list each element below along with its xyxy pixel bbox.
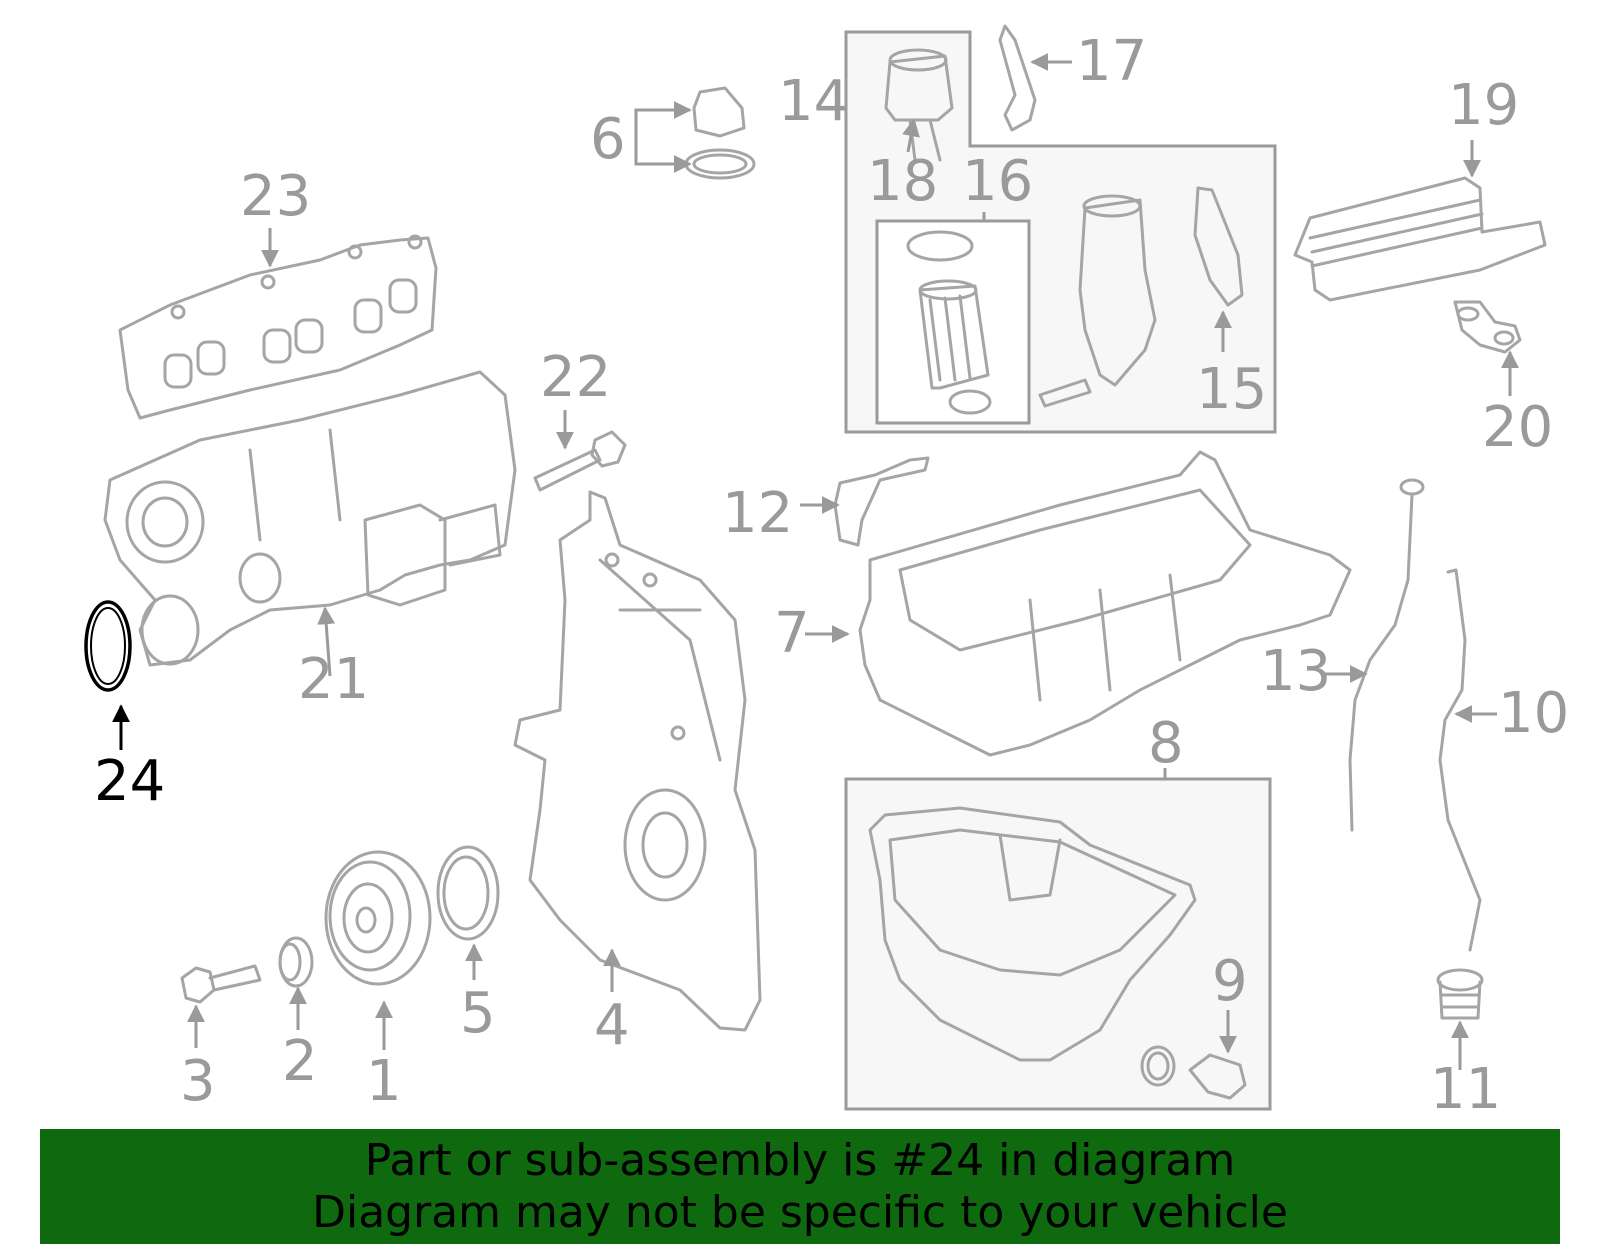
- callout-23: 23: [240, 164, 311, 229]
- leader-lines: [112, 53, 1519, 1070]
- part-14-filter-cap: [884, 48, 954, 162]
- callout-14: 14: [778, 69, 849, 134]
- callout-10: 10: [1498, 681, 1569, 746]
- callout-4: 4: [594, 993, 630, 1058]
- part-15-gasket: [1193, 186, 1244, 307]
- notice-line-2: Diagram may not be specific to your vehi…: [312, 1186, 1288, 1238]
- part-10-dipstick-tube: [1438, 568, 1482, 952]
- part-23-intake-gasket: [118, 234, 438, 420]
- callout-5: 5: [460, 981, 496, 1046]
- callout-12: 12: [722, 481, 793, 546]
- callout-20: 20: [1482, 395, 1553, 460]
- part-12-bracket: [833, 456, 930, 547]
- callout-3: 3: [180, 1049, 216, 1114]
- callout-9: 9: [1212, 949, 1248, 1014]
- part-filter-housing: [1038, 194, 1157, 408]
- callout-17: 17: [1076, 29, 1147, 94]
- callout-19: 19: [1448, 73, 1519, 138]
- callout-24: 24: [94, 749, 165, 814]
- callout-7: 7: [774, 601, 810, 666]
- part-19-oil-cooler: [1293, 176, 1547, 302]
- group-box-16: [875, 219, 1031, 425]
- part-3-bolt: [180, 964, 262, 1004]
- part-20-gasket: [1453, 300, 1522, 354]
- callout-15: 15: [1196, 357, 1267, 422]
- callout-21: 21: [298, 647, 369, 712]
- callout-11: 11: [1430, 1057, 1501, 1122]
- part-13-dipstick: [1348, 478, 1425, 832]
- part-21-intake-manifold: [103, 370, 517, 667]
- callout-13: 13: [1260, 639, 1331, 704]
- part-1-pulley: [324, 850, 432, 986]
- part-17-bracket: [998, 24, 1037, 132]
- callout-labels: 23 21 24 22 4 1 5 2 3 6 14 17 18 16 15 1…: [94, 29, 1569, 1122]
- part-6-cap-and-seal: [684, 86, 756, 180]
- callout-8: 8: [1148, 711, 1184, 776]
- part-24-o-ring: [84, 600, 132, 692]
- part-4-timing-cover: [513, 490, 762, 1032]
- part-11-plug: [1436, 968, 1484, 1020]
- part-22-bolt: [533, 430, 627, 492]
- notice-line-1: Part or sub-assembly is #24 in diagram: [364, 1134, 1236, 1186]
- part-5-seal: [436, 845, 500, 941]
- callout-1: 1: [366, 1049, 402, 1114]
- callout-6: 6: [590, 107, 626, 172]
- callout-16: 16: [962, 149, 1033, 214]
- notice-banner: Part or sub-assembly is #24 in diagram D…: [40, 1129, 1560, 1244]
- callout-2: 2: [282, 1029, 318, 1094]
- callout-18: 18: [867, 149, 938, 214]
- part-9-drain-plug: [1140, 1045, 1247, 1100]
- part-8-lower-oil-pan: [868, 806, 1197, 1062]
- part-16-filter-kit: [906, 230, 992, 415]
- callout-22: 22: [540, 345, 611, 410]
- part-7-upper-oil-pan: [858, 450, 1352, 757]
- part-2-washer: [278, 936, 314, 988]
